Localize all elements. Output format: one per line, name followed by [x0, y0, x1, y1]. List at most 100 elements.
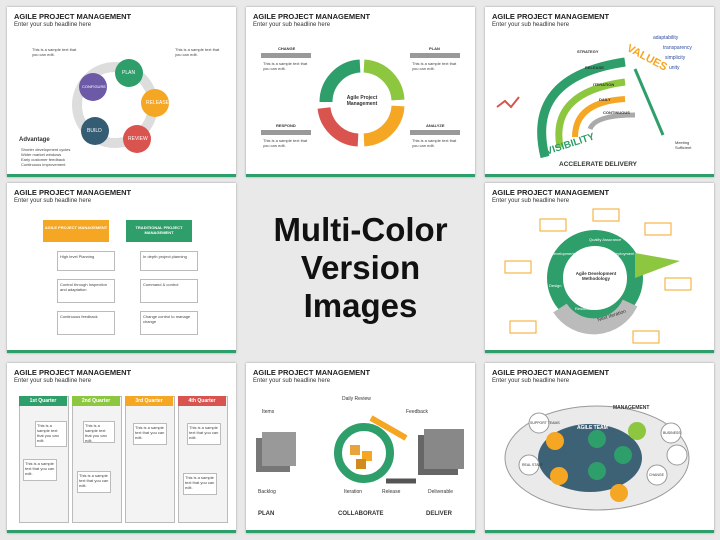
- cycle-diagram: [72, 59, 169, 153]
- cycle-diagram: [261, 53, 460, 147]
- center-label: Agile Project Management: [346, 95, 378, 107]
- methodology-wheel: [504, 208, 692, 344]
- advantage-bullet: Shorter development cycles: [21, 147, 71, 152]
- traditional-item: Change control to manage change: [140, 311, 198, 335]
- agile-header: AGILE PROJECT MANAGEMENT: [43, 220, 109, 242]
- advantage-heading: Advantage: [19, 137, 50, 143]
- quarter-column: [178, 396, 228, 523]
- agile-team-label: AGILE TEAM: [577, 425, 608, 431]
- value-word: adaptability: [653, 35, 679, 41]
- staff-label: REAL STAFF: [522, 463, 543, 467]
- slide-subtitle: Enter your sub headline here: [253, 378, 331, 384]
- slide-title: AGILE PROJECT MANAGEMENT: [253, 12, 371, 21]
- slide-thumbnail-2[interactable]: AGILE PROJECT MANAGEMENT Enter your sub …: [246, 7, 475, 177]
- diagram-label: Deliverable: [428, 489, 454, 495]
- sticky-note: This is a sample text that you can edit.: [183, 473, 217, 495]
- change-label: CHANGE: [649, 473, 664, 477]
- slide-thumbnail-4[interactable]: AGILE PROJECT MANAGEMENT Enter your sub …: [7, 183, 236, 353]
- slide-thumbnail-6[interactable]: AGILE PROJECT MANAGEMENT Enter your sub …: [7, 363, 236, 533]
- diagram-label: Feedback: [406, 409, 428, 415]
- phase-label: PLAN: [258, 511, 275, 517]
- sticky-note: This is a sample text that you can edit.: [133, 423, 167, 445]
- layer-label: RELEASE: [585, 65, 604, 70]
- advantage-bullet: Continuous improvement: [21, 162, 66, 167]
- slide-subtitle: Enter your sub headline here: [492, 378, 570, 384]
- traditional-header-label: TRADITIONAL PROJECT MANAGEMENT: [135, 225, 183, 235]
- sprint-diagram: [256, 415, 464, 484]
- quarter-column: [72, 396, 122, 523]
- slide-thumbnail-7[interactable]: AGILE PROJECT MANAGEMENT Enter your sub …: [246, 363, 475, 533]
- team-diagram: [504, 405, 690, 511]
- slide-title: AGILE PROJECT MANAGEMENT: [14, 368, 132, 377]
- step-label: REVIEW: [128, 136, 148, 142]
- review-circle: [123, 125, 151, 153]
- stage-label: Development: [551, 251, 575, 256]
- diagram-label: Iteration: [344, 489, 363, 495]
- spiral-diagram: [496, 57, 665, 159]
- meeting-label: Meeting Sufficient: [675, 140, 692, 150]
- build-circle: [81, 117, 109, 145]
- sample-text: This is a sample text that you can edit.: [412, 61, 457, 71]
- center-title-line-2: Version Images: [300, 249, 421, 324]
- agile-item: Continuous feedback: [57, 311, 115, 335]
- value-word: unity: [669, 65, 680, 71]
- slide-title: AGILE PROJECT MANAGEMENT: [492, 368, 610, 377]
- sticky-note: This is a sample text that you can edit.: [83, 421, 115, 443]
- center-title-line-1: Multi-Color: [273, 211, 448, 248]
- step-label: BUILD: [87, 128, 102, 134]
- phase-label: DELIVER: [426, 511, 453, 517]
- slide-thumbnail-3[interactable]: AGILE PROJECT MANAGEMENT Enter your sub …: [485, 7, 714, 177]
- center-title: Multi-Color Version Images: [246, 183, 475, 353]
- diagram-label: Backlog: [258, 489, 276, 495]
- wheel-center: Agile Development Methodology: [575, 271, 617, 281]
- traditional-item: In depth project planning: [140, 251, 198, 271]
- quarter-header: 1st Quarter: [19, 396, 67, 406]
- corner-label: RESPOND: [276, 123, 296, 128]
- traditional-item: Command & control: [140, 279, 198, 303]
- step-label: PLAN: [122, 70, 136, 76]
- plan-circle: [115, 59, 143, 87]
- stage-label: Design: [549, 283, 562, 288]
- sample-text: This is a sample text that you can edit.: [263, 61, 308, 71]
- business-label: BUSINESS: [663, 431, 681, 435]
- corner-label: PLAN: [429, 46, 440, 51]
- slide-subtitle: Enter your sub headline here: [492, 22, 570, 28]
- slide-title: AGILE PROJECT MANAGEMENT: [14, 188, 132, 197]
- agile-item: High level Planning: [57, 251, 115, 271]
- slide-title: AGILE PROJECT MANAGEMENT: [14, 12, 132, 21]
- slide-thumbnail-5[interactable]: AGILE PROJECT MANAGEMENT Enter your sub …: [485, 183, 714, 353]
- layer-label: DAILY: [599, 97, 611, 102]
- diagram-label: Items: [262, 409, 275, 415]
- agile-header-label: AGILE PROJECT MANAGEMENT: [44, 225, 108, 230]
- layer-label: ITERATION: [593, 82, 615, 87]
- advantage-bullet: Wider market windows: [21, 152, 62, 157]
- diagram-label: Release: [382, 489, 401, 495]
- traditional-header: TRADITIONAL PROJECT MANAGEMENT: [126, 220, 192, 242]
- sample-text: This is a sample text that you can edit.: [32, 47, 77, 57]
- layer-label: CONTINUOUS: [603, 110, 630, 115]
- stage-label: Quality Assurance: [589, 237, 622, 242]
- stage-label: Deployment: [613, 251, 635, 256]
- slide-subtitle: Enter your sub headline here: [14, 198, 92, 204]
- quarter-header: 2nd Quarter: [72, 396, 120, 406]
- slide-subtitle: Enter your sub headline here: [253, 22, 331, 28]
- sticky-note: This is a sample text that you can edit.: [77, 471, 111, 493]
- configure-circle: [79, 73, 107, 101]
- management-label: MANAGEMENT: [613, 405, 650, 411]
- sticky-note: This is a sample text that you can edit.: [187, 423, 221, 445]
- slide-thumbnail-1[interactable]: AGILE PROJECT MANAGEMENT Enter your sub …: [7, 7, 236, 177]
- corner-label: CHANGE: [278, 46, 296, 51]
- slide-thumbnail-8[interactable]: AGILE PROJECT MANAGEMENT Enter your sub …: [485, 363, 714, 533]
- value-word: transparency: [663, 45, 692, 51]
- slide-subtitle: Enter your sub headline here: [14, 378, 92, 384]
- corner-label: ANALYZE: [426, 123, 445, 128]
- quarter-header: 4th Quarter: [178, 396, 226, 406]
- quarter-header: 3rd Quarter: [125, 396, 173, 406]
- slide-title: AGILE PROJECT MANAGEMENT: [253, 368, 371, 377]
- phase-label: COLLABORATE: [338, 511, 384, 517]
- step-label: CONFIGURE: [82, 84, 106, 89]
- sticky-note: This is a sample text that you can edit.: [23, 459, 57, 481]
- layer-label: STRATEGY: [577, 49, 599, 54]
- stage-label: Resolution: [575, 306, 594, 311]
- slide-title: AGILE PROJECT MANAGEMENT: [492, 188, 610, 197]
